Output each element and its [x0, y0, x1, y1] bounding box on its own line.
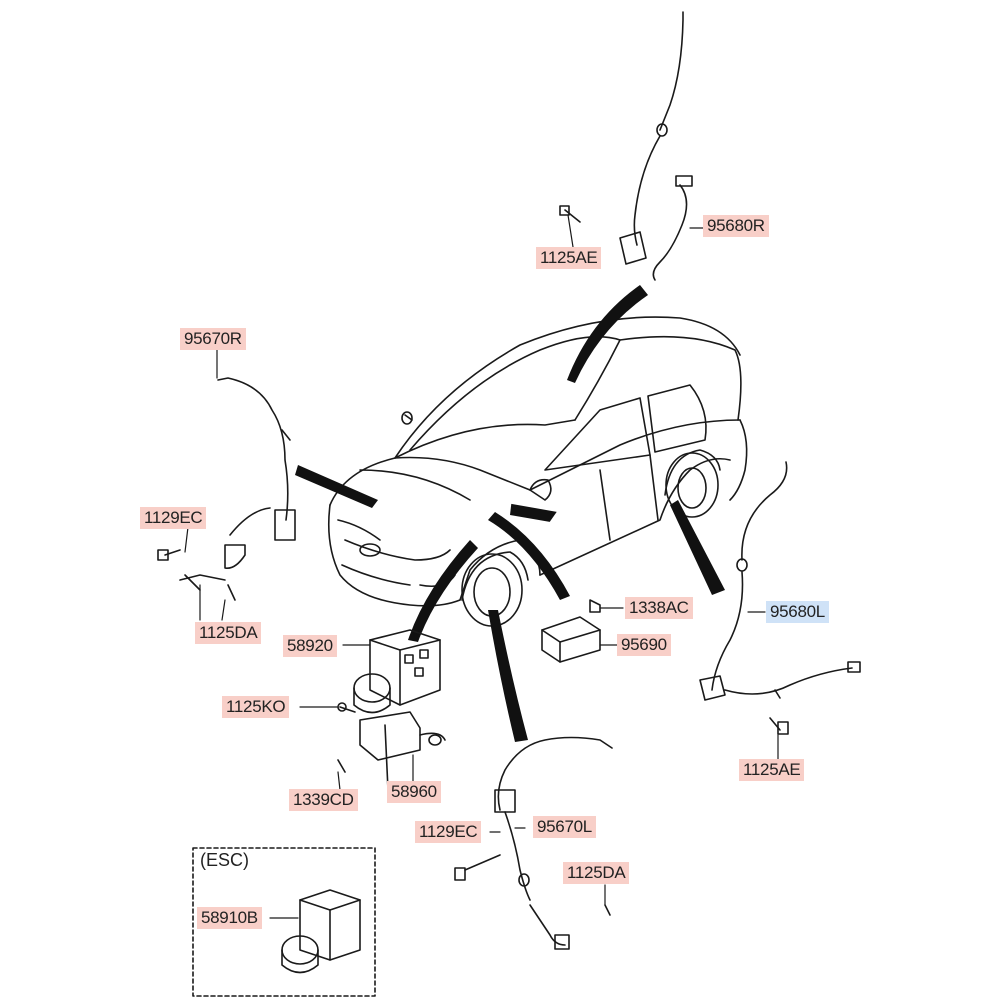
acceleration-sensor-module [541, 599, 601, 663]
part-label-1129EC-bottom[interactable]: 1129EC [415, 821, 482, 843]
part-label-1125KO[interactable]: 1125KO [222, 696, 290, 718]
part-label-1339CD[interactable]: 1339CD [289, 789, 358, 811]
part-label-1125DA-bottom[interactable]: 1125DA [563, 862, 630, 884]
part-label-1129EC-left[interactable]: 1129EC [140, 507, 207, 529]
rear-right-wheel-sensor [559, 11, 693, 281]
part-label-1125DA-left[interactable]: 1125DA [195, 622, 262, 644]
pointer-arrows [295, 285, 725, 742]
esc-dashed-box [192, 847, 376, 997]
part-label-58960[interactable]: 58960 [387, 781, 441, 803]
part-label-58910B[interactable]: 58910B [197, 907, 262, 929]
esc-hydraulic-unit [281, 889, 361, 974]
part-label-95670R[interactable]: 95670R [180, 328, 246, 350]
part-label-95670L[interactable]: 95670L [533, 816, 596, 838]
part-label-95680R[interactable]: 95680R [703, 215, 769, 237]
abs-bracket [337, 702, 446, 791]
part-label-1338AC[interactable]: 1338AC [625, 597, 693, 619]
part-label-1125AE-right[interactable]: 1125AE [739, 759, 805, 781]
vehicle-outline [327, 316, 748, 627]
front-right-wheel-sensor [157, 377, 296, 601]
leader-lines [184, 214, 779, 919]
rear-left-wheel-sensor [699, 461, 861, 735]
part-label-1125AE-top[interactable]: 1125AE [536, 247, 602, 269]
esc-box-title: (ESC) [200, 850, 249, 870]
part-label-58920[interactable]: 58920 [283, 635, 337, 657]
front-left-wheel-sensor [454, 736, 613, 950]
part-label-95690[interactable]: 95690 [617, 634, 671, 656]
part-label-95680L[interactable]: 95680L [766, 601, 829, 623]
abs-hydraulic-unit [353, 629, 441, 714]
